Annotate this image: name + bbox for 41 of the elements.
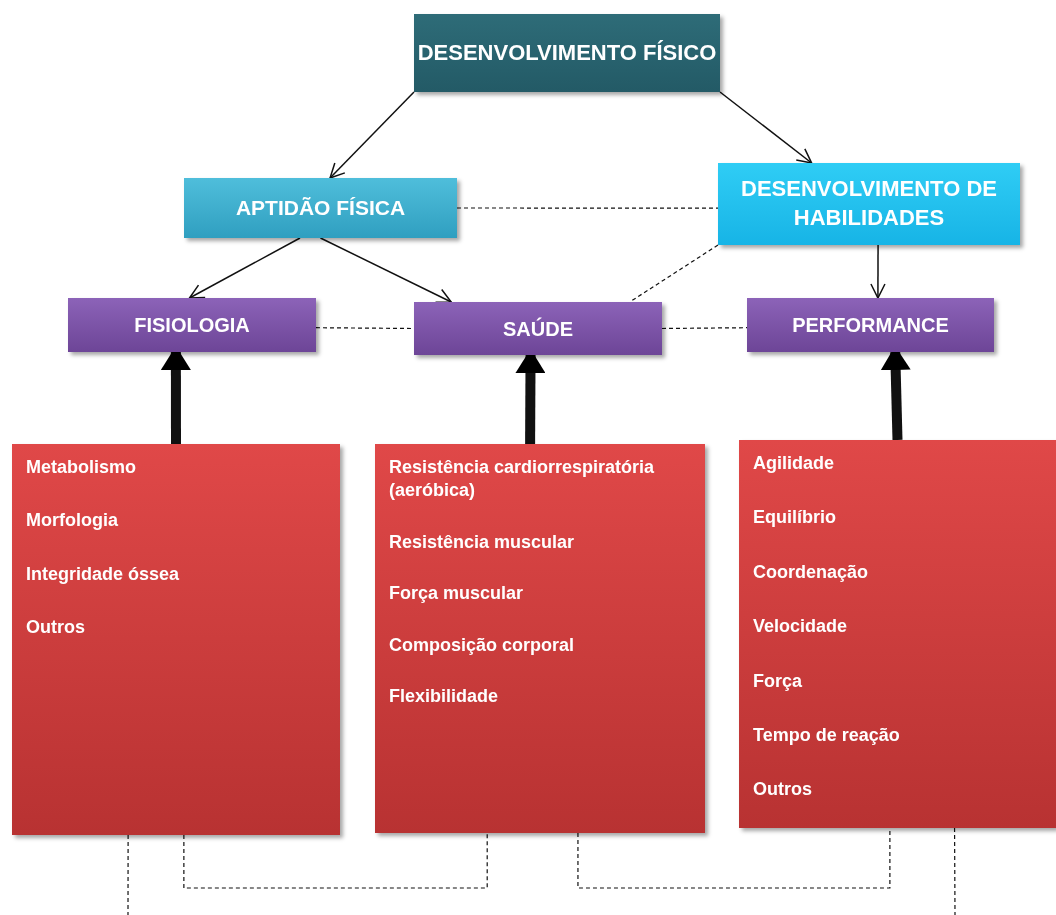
list-item: Força bbox=[753, 669, 804, 693]
list-item: Agilidade bbox=[753, 452, 835, 475]
area-box bbox=[414, 302, 662, 355]
list-item: Integridade óssea bbox=[26, 562, 181, 586]
list-item: Flexibilidade bbox=[389, 684, 500, 708]
category-box bbox=[718, 163, 1020, 245]
title-box bbox=[414, 14, 720, 92]
list-item: Composição corporal bbox=[389, 633, 576, 657]
dashed-connector bbox=[127, 834, 129, 915]
arrow bbox=[719, 91, 813, 164]
list-item: Velocidade bbox=[753, 615, 849, 639]
arrow bbox=[329, 91, 415, 179]
list-item: Metabolismo bbox=[26, 456, 137, 479]
arrow bbox=[188, 237, 301, 299]
area-box bbox=[68, 298, 316, 352]
box-title: DESENVOLVIMENTO FÍSICO bbox=[417, 38, 717, 67]
dashed-connector bbox=[183, 832, 488, 889]
box-title: DESENVOLVIMENTO DE HABILIDADES bbox=[740, 175, 998, 232]
arrow bbox=[870, 244, 886, 299]
category-box bbox=[184, 178, 457, 238]
box-title: FISIOLOGIA bbox=[134, 313, 250, 338]
list-item: Resistência cardiorrespiratória (aeróbica) bbox=[389, 456, 656, 503]
box-title: APTIDÃO FÍSICA bbox=[235, 195, 406, 222]
list-item: Força muscular bbox=[389, 582, 525, 606]
list-box bbox=[12, 444, 340, 835]
list-item: Outros bbox=[26, 616, 86, 640]
dashed-connector bbox=[629, 244, 719, 303]
area-box bbox=[747, 298, 994, 352]
arrow bbox=[319, 237, 452, 303]
list-item: Tempo de reação bbox=[753, 723, 901, 747]
list-item: Coordenação bbox=[753, 560, 870, 584]
list-item: Resistência muscular bbox=[389, 530, 576, 554]
list-box bbox=[375, 444, 705, 833]
dashed-connector bbox=[456, 207, 719, 209]
box-title: PERFORMANCE bbox=[792, 313, 949, 338]
list-item: Morfologia bbox=[26, 509, 119, 533]
list-item: Outros bbox=[753, 778, 813, 802]
list-item: Equilíbrio bbox=[753, 506, 837, 530]
dashed-connector bbox=[953, 827, 956, 915]
list-box bbox=[739, 440, 1056, 828]
box-title: SAÚDE bbox=[503, 316, 573, 342]
